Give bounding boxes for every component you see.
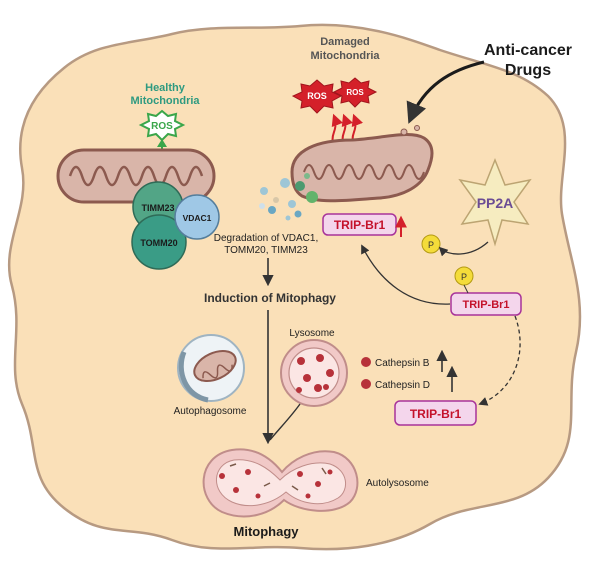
autophagosome-label: Autophagosome: [174, 406, 247, 417]
phospho-circle-upper: P: [421, 234, 441, 254]
lysosome-to-autolysosome-arrow: [269, 403, 301, 441]
anticancer-label-1: Anti-cancer: [484, 42, 572, 59]
damaged-mitochondrion: [290, 125, 434, 203]
pp2a-star: PP2A: [458, 157, 532, 247]
phospho-circle-lower: P: [454, 266, 474, 286]
cathepsin-b: Cathepsin B: [361, 357, 430, 369]
induction-label: Induction of Mitophagy: [204, 291, 336, 305]
svg-text:P: P: [461, 272, 467, 282]
damaged-ros-burst-left: ROS: [291, 79, 343, 114]
damaged-mito-label-2: Mitochondria: [310, 50, 380, 62]
pp2a-to-phospho-arrow: [438, 241, 489, 257]
svg-text:P: P: [428, 240, 434, 250]
healthy-mito-label-2: Mitochondria: [130, 95, 200, 107]
trip-br1-lysosome-badge: TRIP-Br1: [394, 400, 477, 426]
anticancer-label-2: Drugs: [505, 62, 551, 79]
svg-text:ROS: ROS: [346, 88, 364, 97]
svg-text:TOMM20: TOMM20: [140, 238, 177, 248]
svg-text:Cathepsin B: Cathepsin B: [375, 358, 430, 369]
svg-text:ROS: ROS: [307, 91, 327, 101]
svg-text:Cathepsin D: Cathepsin D: [375, 380, 430, 391]
svg-text:TRIP-Br1: TRIP-Br1: [334, 218, 386, 232]
healthy-ros-burst: ROS: [138, 109, 186, 142]
lysosome-label: Lysosome: [289, 328, 335, 339]
phospho-link: [463, 284, 469, 294]
svg-text:PP2A: PP2A: [477, 195, 514, 211]
svg-text:TIMM23: TIMM23: [141, 203, 174, 213]
degradation-text-1: Degradation of VDAC1,: [214, 233, 319, 244]
svg-text:VDAC1: VDAC1: [183, 213, 212, 223]
healthy-mito-label-1: Healthy: [145, 82, 186, 94]
vdac1-protein: VDAC1: [174, 194, 220, 240]
healthy-ros-label: ROS: [151, 121, 173, 132]
damaged-ros-burst-right: ROS: [332, 77, 378, 108]
svg-text:TRIP-Br1: TRIP-Br1: [462, 299, 509, 311]
autolysosome-label: Autolysosome: [366, 478, 429, 489]
autophagosome: [177, 334, 245, 403]
trip-to-mito-arrow: [361, 244, 451, 305]
autolysosome: [202, 448, 359, 518]
svg-text:TRIP-Br1: TRIP-Br1: [410, 407, 462, 421]
mitochondrial-debris: [259, 173, 318, 221]
trip-br1-mito-badge: TRIP-Br1: [322, 213, 397, 236]
mitophagy-label: Mitophagy: [234, 524, 300, 539]
lysosome: [280, 339, 348, 407]
trip-to-lysosome-dashed-arrow: [478, 315, 521, 406]
tomm20-protein: TOMM20: [131, 214, 187, 270]
drug-arrow: [406, 60, 485, 124]
trip-br1-cytosol-badge: TRIP-Br1: [450, 292, 522, 316]
damaged-mito-label-1: Damaged: [320, 36, 370, 48]
degradation-text-2: TOMM20, TIMM23: [224, 245, 308, 256]
cathepsin-d: Cathepsin D: [361, 379, 430, 391]
